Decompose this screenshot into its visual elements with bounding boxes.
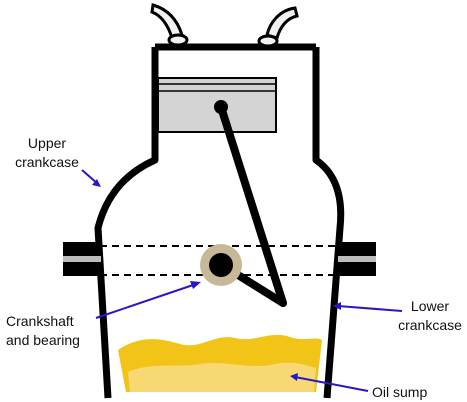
connecting-rod bbox=[217, 103, 287, 307]
arrow-lower-crankcase bbox=[333, 302, 403, 312]
arrow-oil-sump bbox=[290, 373, 369, 392]
label-crankshaft-bearing: Crankshaft and bearing bbox=[6, 312, 80, 350]
intake-valve bbox=[150, 3, 189, 47]
label-crankshaft-line2: and bearing bbox=[6, 332, 80, 348]
arrow-upper-crankcase bbox=[81, 169, 101, 187]
label-oil-sump: Oil sump bbox=[372, 383, 427, 402]
crankshaft bbox=[209, 253, 233, 277]
label-upper-crankcase-line2: crankcase bbox=[15, 154, 79, 170]
label-lower-crankcase-line2: crankcase bbox=[398, 317, 462, 333]
label-oil-sump-text: Oil sump bbox=[372, 384, 428, 400]
label-lower-crankcase: Lower crankcase bbox=[393, 297, 467, 335]
wrist-pin bbox=[214, 100, 228, 114]
label-lower-crankcase-line1: Lower bbox=[410, 298, 450, 314]
exhaust-valve bbox=[257, 6, 299, 48]
oil-sump-highlight bbox=[128, 362, 316, 392]
label-crankshaft-line1: Crankshaft bbox=[6, 313, 74, 329]
label-upper-crankcase: Upper crankcase bbox=[7, 134, 87, 172]
crankshaft-left-stub bbox=[63, 242, 101, 276]
label-upper-crankcase-line1: Upper bbox=[27, 135, 67, 151]
crankcase-outline bbox=[94, 43, 345, 399]
arrow-crankshaft bbox=[95, 281, 201, 319]
crankshaft-right-stub bbox=[338, 242, 376, 276]
